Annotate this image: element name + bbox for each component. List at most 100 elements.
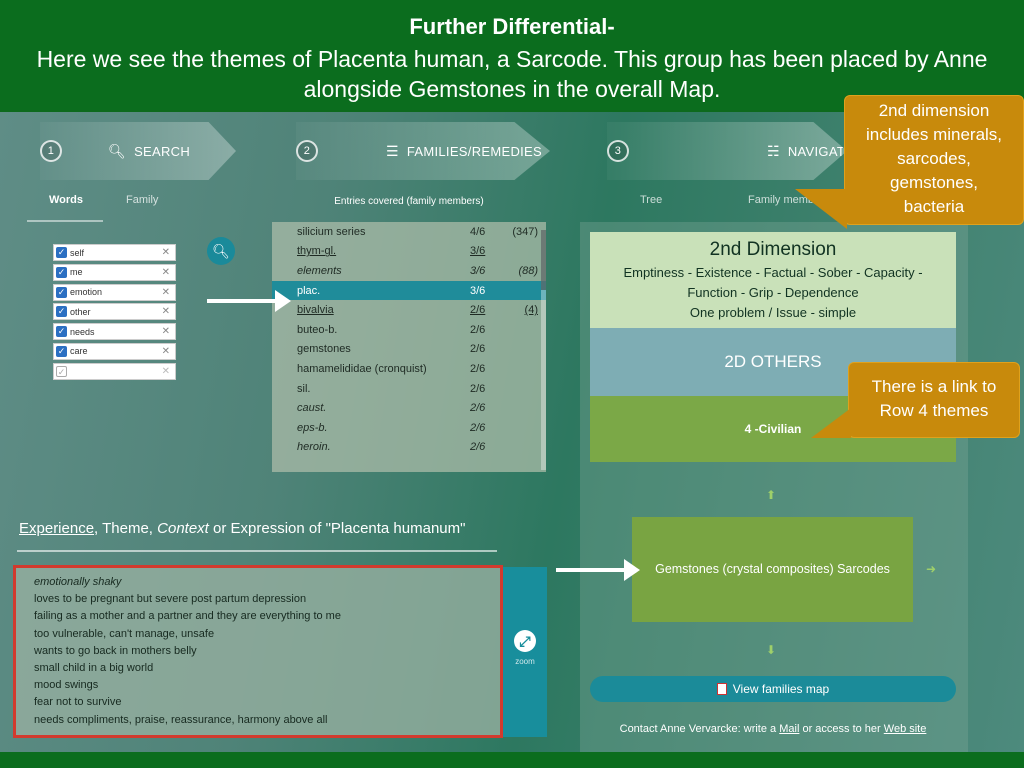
word-item[interactable]: ✓emotion✕ <box>53 283 176 301</box>
family-name: heroin. <box>297 441 331 454</box>
family-name: bivalvia <box>297 304 334 317</box>
contact-line: Contact Anne Vervarcke: write a Mail or … <box>619 723 927 735</box>
close-icon[interactable]: ✕ <box>161 306 170 318</box>
experience-line: emotionally shaky <box>34 576 122 588</box>
expand-icon[interactable]: ⤢ <box>514 630 536 652</box>
close-icon[interactable]: ✕ <box>161 266 170 278</box>
tab-words[interactable]: Words <box>49 194 84 206</box>
close-icon[interactable]: ✕ <box>161 365 170 377</box>
family-count: 3/6 <box>470 284 486 297</box>
family-count: 2/6 <box>470 402 486 415</box>
family-row[interactable]: thym-gl.3/6 <box>272 242 546 262</box>
word-item[interactable]: ✓other✕ <box>53 303 176 321</box>
zoom-label: zoom <box>515 657 535 666</box>
arrow-up-icon[interactable]: ⬆ <box>766 488 777 502</box>
callout-dimension: 2nd dimension includes minerals, sarcode… <box>795 95 1024 229</box>
word-item-empty[interactable]: ✓✕ <box>53 362 176 380</box>
experience-line: failing as a mother and a partner and th… <box>34 610 341 623</box>
family-count: 2/6 <box>470 304 486 317</box>
family-row[interactable]: sil. 2/6 <box>272 379 546 399</box>
website-link[interactable]: Web site <box>883 723 927 735</box>
gemstones-box[interactable]: Gemstones (crystal composites) Sarcodes <box>632 517 913 622</box>
dimension-title: 2nd Dimension <box>709 239 837 260</box>
slide-subtitle: Here we see the themes of Placenta human… <box>36 46 988 102</box>
callout-row4: There is a link to Row 4 themes <box>811 362 1020 438</box>
family-row[interactable]: plac.3/6 <box>272 280 546 301</box>
sitemap-icon: ☵ <box>767 142 780 159</box>
dimension-box[interactable]: 2nd Dimension Emptiness - Existence - Fa… <box>590 232 956 328</box>
close-icon[interactable]: ✕ <box>161 247 170 258</box>
family-row[interactable]: buteo-b.2/6 <box>272 320 546 340</box>
family-row[interactable]: hamamelididae (cronquist)2/6 <box>272 359 546 379</box>
step-families[interactable]: 2 ☰ FAMILIES/REMEDIES <box>296 122 550 180</box>
family-name: eps-b. <box>297 421 328 434</box>
family-row[interactable]: gemstones 2/6 <box>272 340 546 360</box>
word-item[interactable]: ✓self✕ <box>53 244 176 261</box>
bottom-bar <box>0 752 1024 768</box>
experience-line: wants to go back in mothers belly <box>34 644 197 657</box>
family-name: caust. <box>297 402 327 415</box>
experience-panel: emotionally shaky loves to be pregnant bu… <box>13 565 503 738</box>
step-label: FAMILIES/REMEDIES <box>406 143 542 159</box>
step-number: 3 <box>607 140 629 162</box>
arrow-right-icon[interactable]: ➜ <box>926 562 937 576</box>
dimension-line: Function - Grip - Dependence <box>687 285 859 300</box>
tab-tree[interactable]: Tree <box>640 194 663 206</box>
family-count: 2/6 <box>470 441 486 454</box>
word-item[interactable]: ✓care✕ <box>53 342 176 360</box>
view-families-map-button[interactable]: View families map <box>590 676 956 702</box>
word-list: ✓self✕ ✓me✕ ✓emotion✕ ✓other✕ ✓needs✕ ✓c… <box>53 244 176 383</box>
step-number: 2 <box>296 140 318 162</box>
close-icon[interactable]: ✕ <box>161 326 170 338</box>
step-navigate[interactable]: 3 ☵ NAVIGATE <box>607 122 847 180</box>
family-extra: (88) <box>518 264 538 277</box>
checkbox[interactable]: ✓ <box>56 266 67 278</box>
close-icon[interactable]: ✕ <box>161 286 170 298</box>
checkbox[interactable]: ✓ <box>56 365 67 377</box>
family-name: thym-gl. <box>297 245 337 258</box>
family-name: buteo-b. <box>297 323 338 336</box>
checkbox[interactable]: ✓ <box>56 345 67 357</box>
experience-line: mood swings <box>34 679 99 692</box>
family-row[interactable]: eps-b. 2/6 <box>272 418 546 438</box>
mail-link[interactable]: Mail <box>779 723 800 735</box>
checkbox[interactable]: ✓ <box>56 306 67 318</box>
experience-line: loves to be pregnant but severe post par… <box>34 593 307 606</box>
dimension-line: Emptiness - Existence - Factual - Sober … <box>623 265 923 280</box>
experience-line: small child in a big world <box>34 661 154 674</box>
step-label: SEARCH <box>134 143 191 159</box>
word-item[interactable]: ✓needs✕ <box>53 323 176 341</box>
experience-line: fear not to survive <box>34 696 122 709</box>
step-search[interactable]: 1 🔍︎ SEARCH <box>40 122 236 180</box>
checkbox[interactable]: ✓ <box>56 247 67 258</box>
family-count: 3/6 <box>470 264 486 277</box>
search-icon: 🔍︎ <box>108 142 127 159</box>
family-count: 2/6 <box>470 382 486 395</box>
family-name: gemstones <box>297 343 351 356</box>
family-name: sil. <box>297 382 311 395</box>
family-name: hamamelididae (cronquist) <box>297 362 427 375</box>
family-row[interactable]: caust. 2/6 <box>272 398 546 418</box>
arrow-pointer-plac <box>207 290 291 312</box>
family-count: 2/6 <box>470 421 486 434</box>
search-button[interactable]: 🔍︎ <box>207 237 235 265</box>
family-name: elements <box>297 264 342 277</box>
tab-family[interactable]: Family <box>126 194 159 206</box>
word-item[interactable]: ✓me✕ <box>53 263 176 281</box>
zoom-strip[interactable]: ⤢ zoom <box>503 567 547 737</box>
checkbox[interactable]: ✓ <box>56 326 67 338</box>
arrow-down-icon[interactable]: ⬇ <box>766 643 777 657</box>
scrollbar[interactable] <box>541 230 546 470</box>
step-number: 1 <box>40 140 62 162</box>
family-row[interactable]: heroin. 2/6 <box>272 438 546 458</box>
family-count: 2/6 <box>470 343 486 356</box>
experience-line: too vulnerable, can't manage, unsafe <box>34 627 215 640</box>
close-icon[interactable]: ✕ <box>161 345 170 357</box>
step-label: NAVIGATE <box>787 143 855 159</box>
families-header: Entries covered (family members) <box>334 196 484 207</box>
checkbox[interactable]: ✓ <box>56 286 67 298</box>
family-row[interactable]: elements 3/6 (88) <box>272 261 546 281</box>
